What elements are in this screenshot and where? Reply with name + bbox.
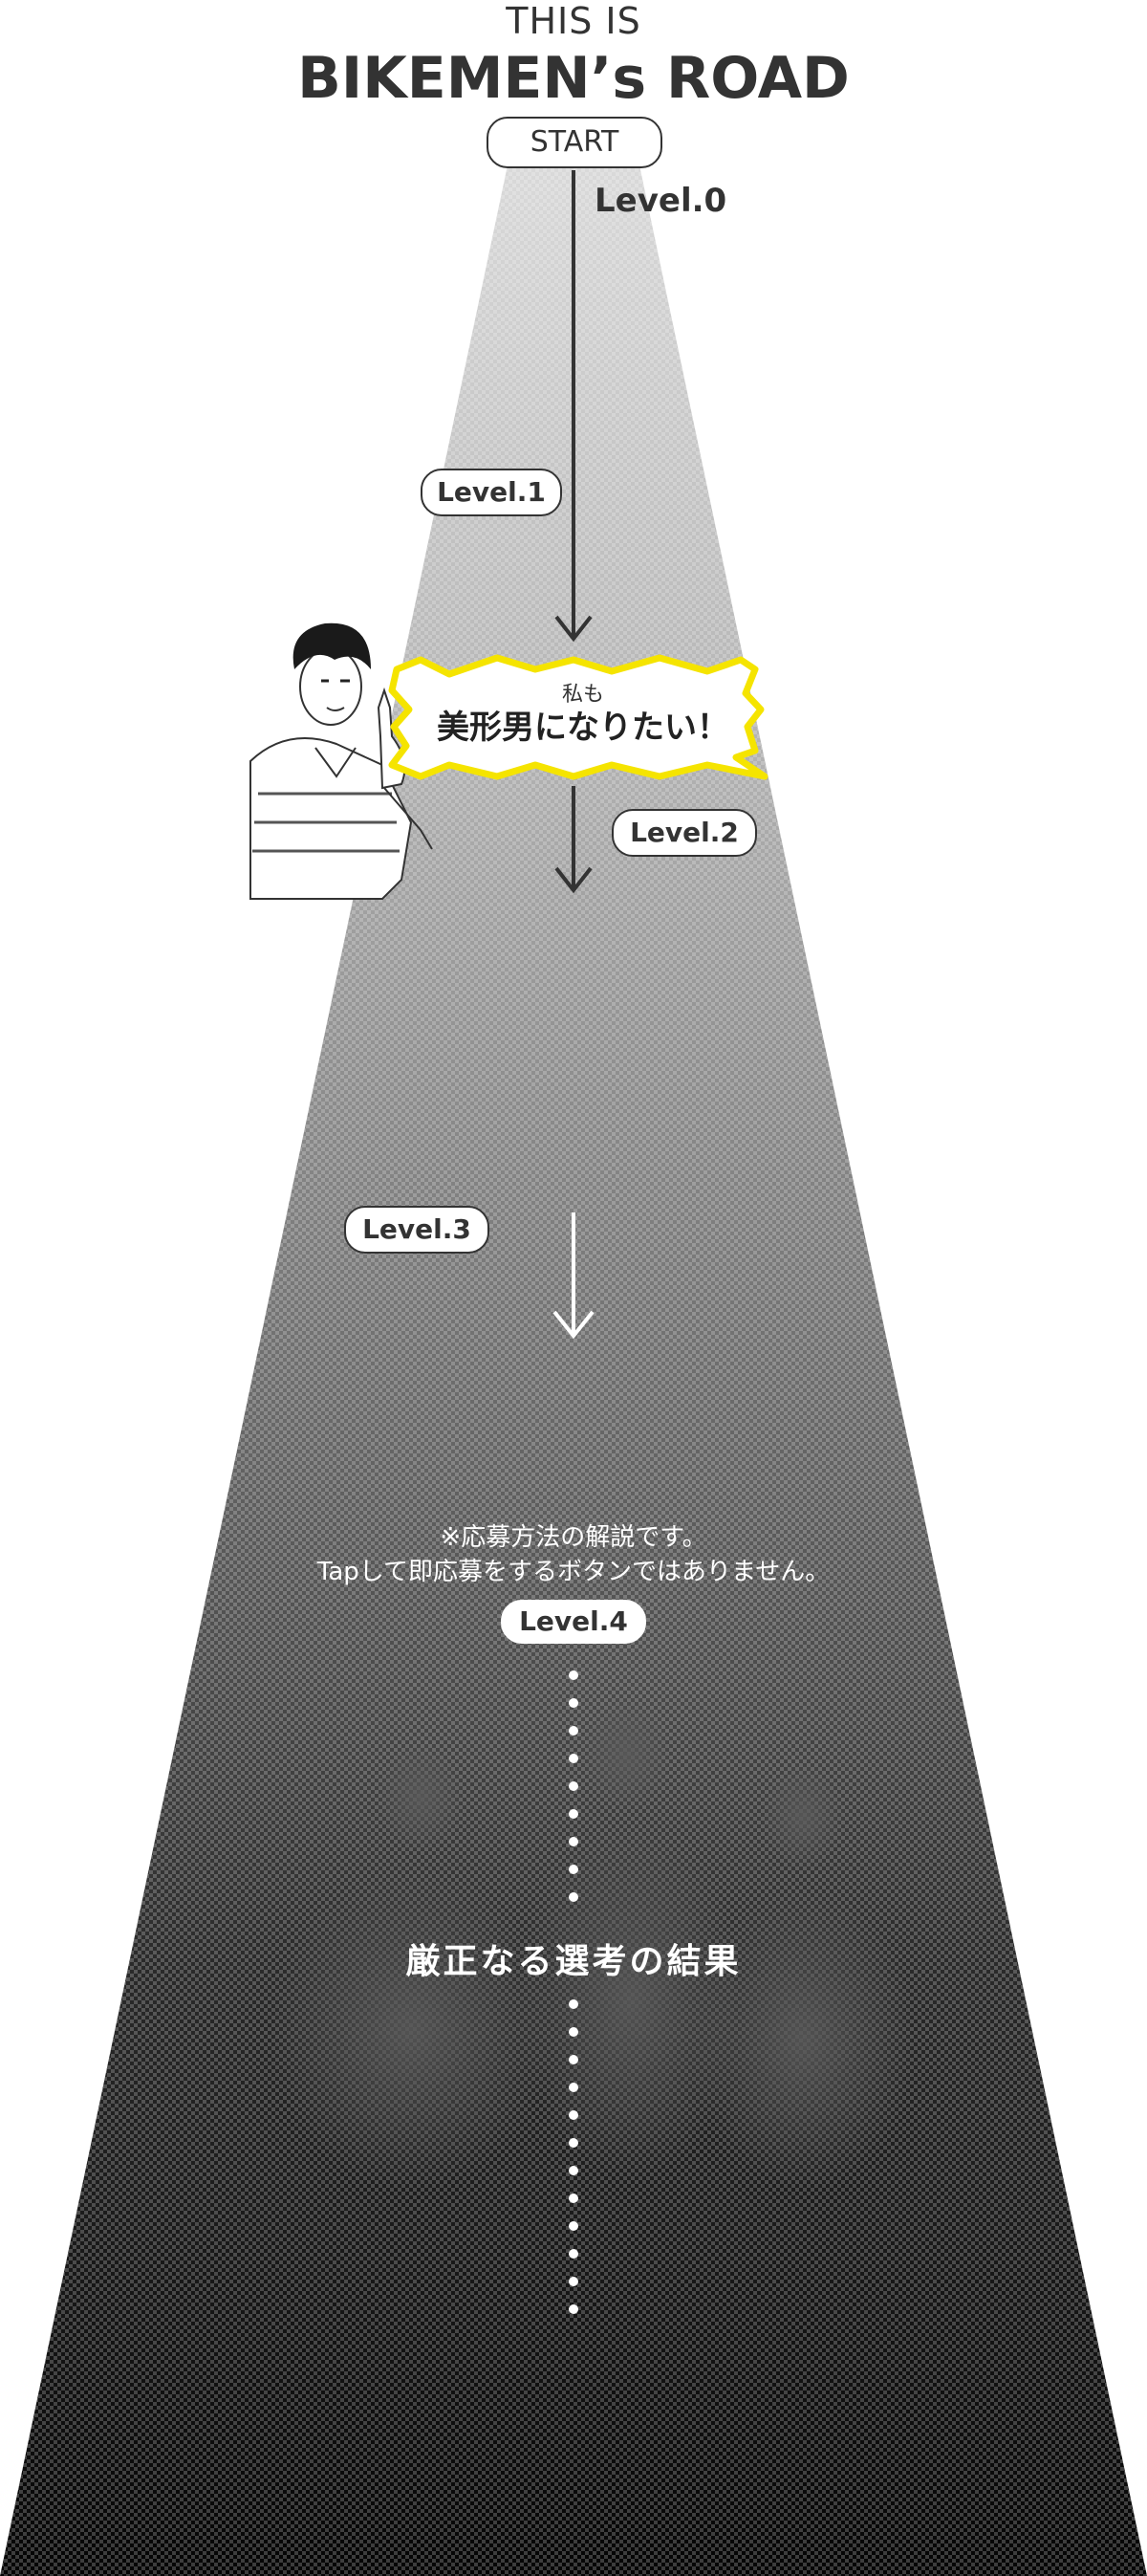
speech-bubble [388,654,768,780]
level-4-badge: Level.4 [501,1600,646,1644]
notice-line-2: Tapして即応募をするボタンではありません。 [316,1558,831,1586]
speech-big-text: 美形男になりたい！ [437,709,729,747]
three-men-illustration [268,1697,918,2190]
speech-small-text: 私も [561,683,604,707]
notice-line-1: ※応募方法の解説です。 [440,1523,707,1552]
start-badge: START [487,117,662,168]
header-subtitle: THIS IS [506,0,641,42]
selection-result-label: 厳正なる選考の結果 [405,1942,742,1981]
level-2-badge: Level.2 [612,809,757,857]
level-0-label: Level.0 [595,182,727,220]
arrow-down-icon [552,1212,595,1340]
arrow-down-icon [554,786,593,894]
dotted-line-icon [569,1670,578,2314]
page-title: BIKEMEN’s ROAD [297,45,850,112]
arrow-down-icon [554,170,593,643]
level-1-badge: Level.1 [421,469,562,516]
level-3-badge: Level.3 [344,1206,489,1254]
